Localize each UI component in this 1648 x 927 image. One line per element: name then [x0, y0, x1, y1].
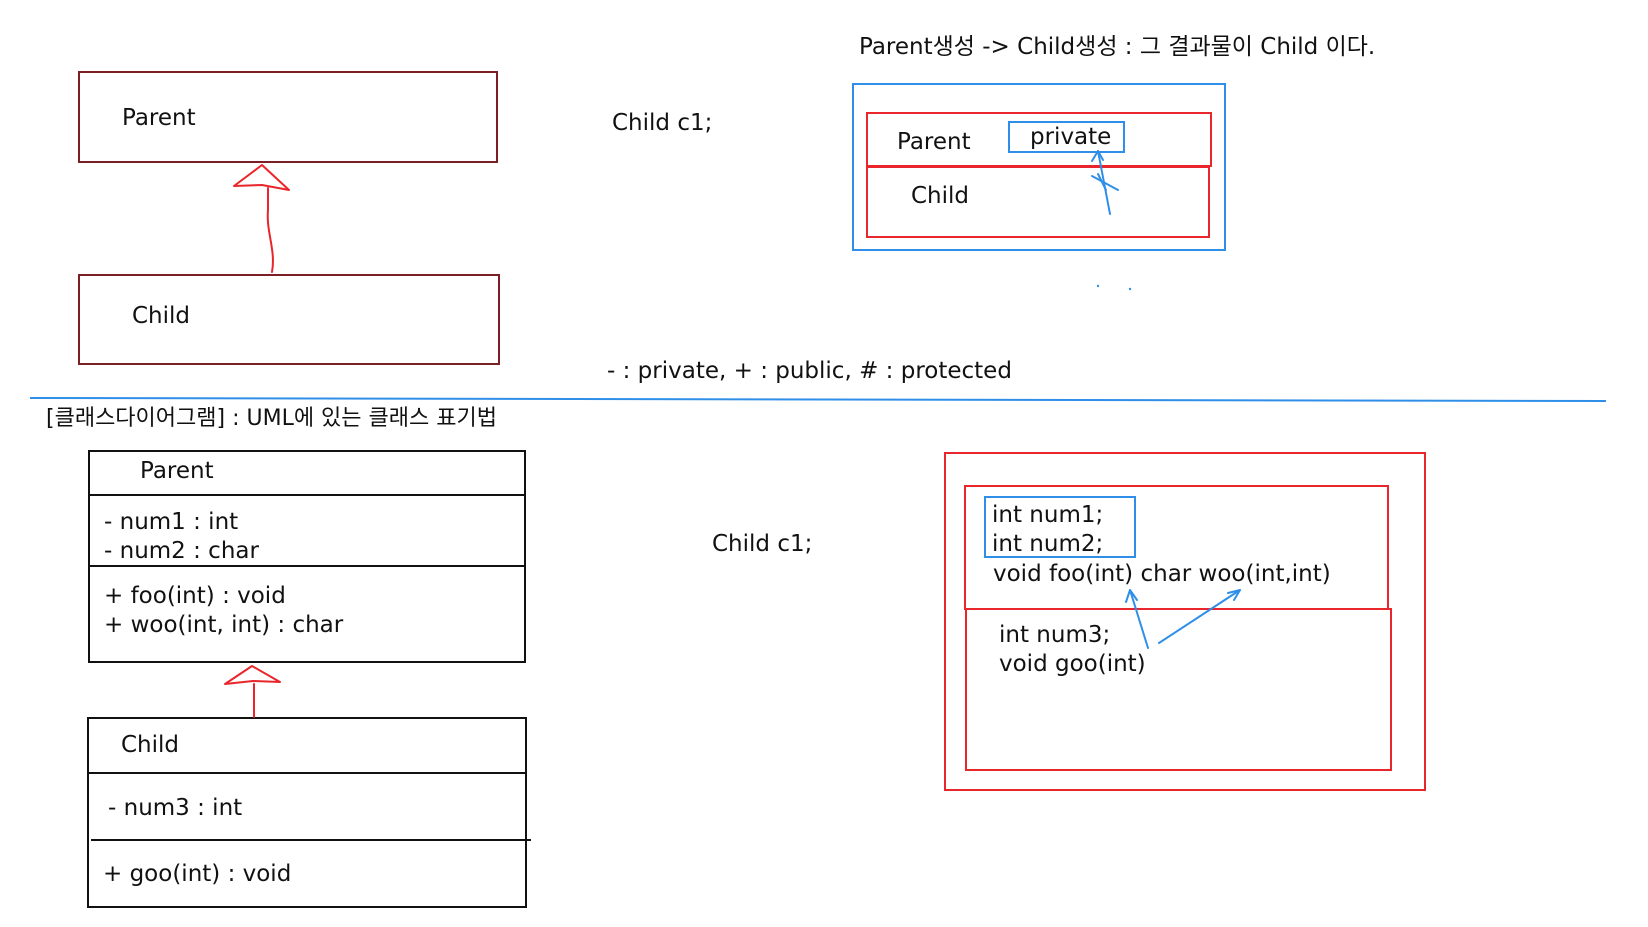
private-label: private — [1030, 124, 1112, 150]
access-legend: - : private, + : public, # : protected — [607, 358, 1012, 384]
object-parent-label: Parent — [897, 129, 971, 155]
uml-child-field-num3: - num3 : int — [108, 795, 243, 821]
uml-parent-field-num2: - num2 : char — [104, 538, 259, 564]
child-box: Child — [78, 274, 500, 365]
uml-child-divider-top — [89, 772, 527, 774]
uml-child-method-goo: + goo(int) : void — [103, 861, 292, 887]
child-box-label: Child — [132, 303, 191, 329]
memory-parent-methods: void foo(int) char woo(int,int) — [993, 561, 1331, 587]
uml-parent-field-num1: - num1 : int — [104, 509, 239, 535]
uml-parent-method-woo: + woo(int, int) : char — [104, 612, 344, 638]
uml-parent-class: Parent - num1 : int - num2 : char + foo(… — [88, 450, 526, 663]
memory-child-field-num3: int num3; — [999, 622, 1111, 648]
section-divider — [29, 397, 1607, 402]
uml-parent-divider-bottom — [90, 565, 526, 567]
uml-child-divider-bottom — [91, 839, 531, 841]
memory-fields-box: int num1; int num2; — [984, 496, 1136, 558]
inheritance-arrow-uml — [224, 665, 281, 718]
uml-parent-name: Parent — [140, 458, 214, 484]
uml-parent-method-foo: + foo(int) : void — [104, 583, 286, 609]
inheritance-arrow-top — [233, 164, 290, 273]
object-outer-box — [852, 83, 1226, 251]
memory-field-num2: int num2; — [992, 531, 1104, 557]
memory-child-part: int num3; void goo(int) — [965, 608, 1392, 771]
object-child-label: Child — [911, 183, 970, 209]
section-title: [클래스다이어그램] : UML에 있는 클래스 표기법 — [46, 406, 497, 431]
creation-caption: Parent생성 -> Child생성 : 그 결과물이 Child 이다. — [859, 34, 1376, 60]
declaration-top: Child c1; — [612, 110, 713, 136]
declaration-bottom: Child c1; — [712, 531, 813, 557]
uml-parent-divider-top — [88, 494, 526, 496]
memory-child-method-goo: void goo(int) — [999, 651, 1146, 677]
uml-child-class: Child - num3 : int + goo(int) : void — [87, 717, 527, 908]
memory-outer-box — [944, 452, 1426, 791]
parent-box: Parent — [78, 71, 498, 163]
private-box: private — [1008, 121, 1125, 153]
parent-box-label: Parent — [122, 105, 196, 131]
blue-dot — [1128, 287, 1132, 291]
blue-dot — [1096, 284, 1100, 288]
memory-field-num1: int num1; — [992, 502, 1104, 528]
object-child-part: Child — [866, 166, 1210, 238]
uml-child-name: Child — [121, 732, 180, 758]
